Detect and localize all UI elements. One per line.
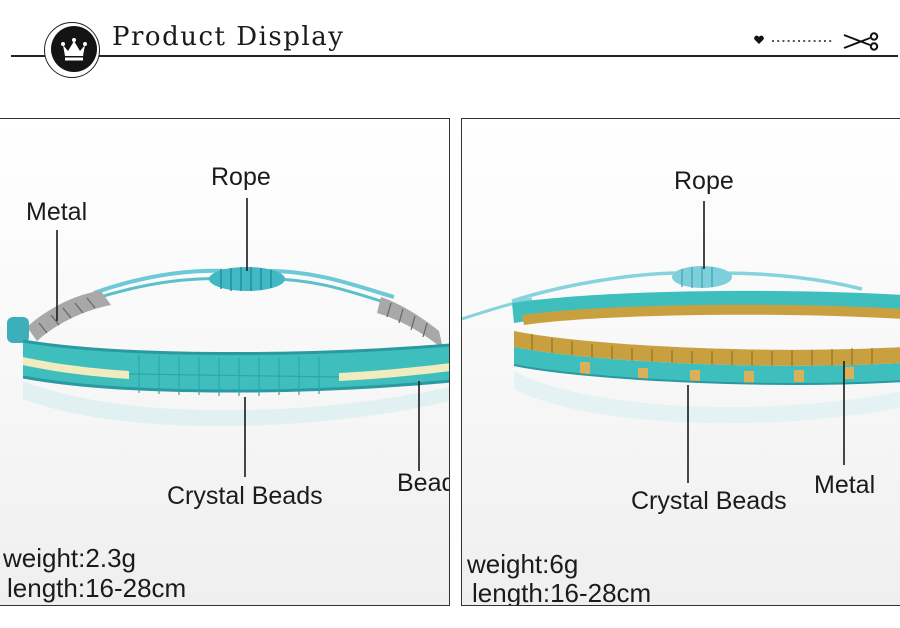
product-panel-right: Rope Crystal Beads Metal weight:6g lengt…: [461, 118, 900, 606]
callout-crystal-beads: Crystal Beads: [167, 482, 323, 510]
page-header: Product Display: [0, 0, 900, 80]
header-divider: [11, 55, 898, 57]
spec-length: length:16-28cm: [7, 573, 187, 603]
crown-icon: [61, 38, 87, 61]
callout-crystal-beads: Crystal Beads: [631, 487, 787, 515]
callout-metal: Metal: [26, 198, 88, 226]
page-title: Product Display: [112, 22, 345, 52]
bracelet-left-image: [7, 198, 449, 477]
callout-rope: Rope: [674, 167, 734, 195]
product-panel-left: Rope Metal Crystal Beads Beads weight:2.…: [0, 118, 450, 606]
bracelet-right-image: [462, 201, 900, 483]
crown-badge: [51, 26, 97, 72]
heart-icon: [754, 35, 764, 44]
callout-beads: Beads: [397, 469, 449, 497]
spec-weight: weight:2.3g: [3, 543, 136, 573]
callout-metal: Metal: [814, 471, 876, 499]
header-decoration: [754, 32, 879, 51]
spec-weight: weight:6g: [467, 549, 579, 579]
spec-length: length:16-28cm: [472, 578, 652, 606]
callout-rope: Rope: [211, 163, 271, 191]
scissors-icon: [843, 32, 879, 51]
